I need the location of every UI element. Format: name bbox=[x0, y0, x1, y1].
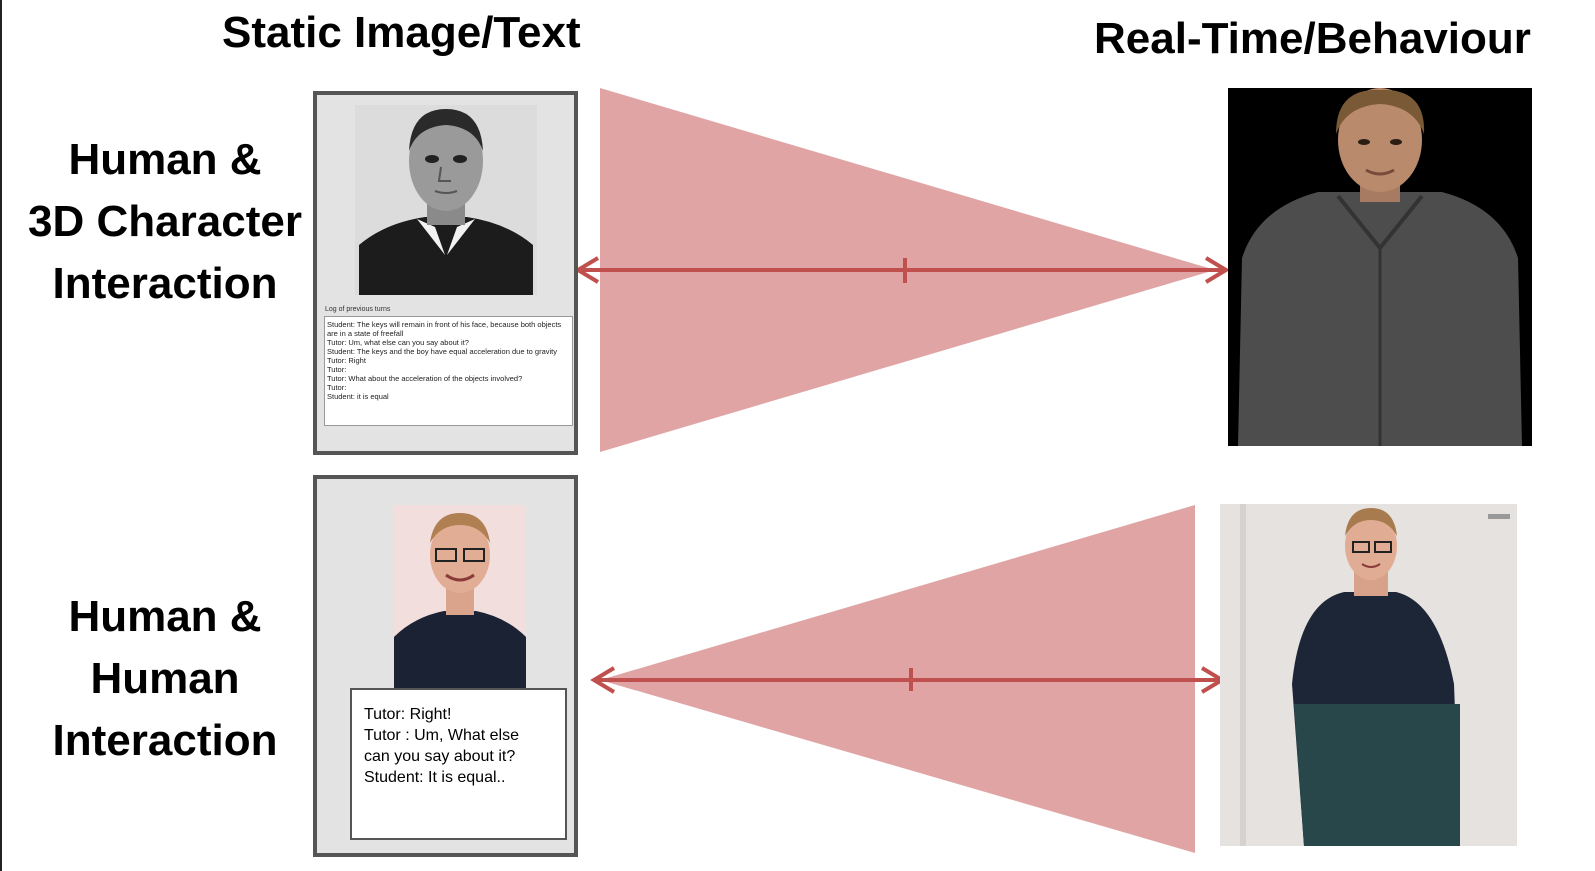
realtime-human-image bbox=[1220, 504, 1517, 846]
log-line: Tutor: bbox=[327, 365, 347, 374]
log-line: Student: The keys will remain in front o… bbox=[327, 320, 562, 329]
row-label-3d: Human & 3D Character Interaction bbox=[0, 129, 330, 315]
left-edge-rule bbox=[0, 0, 2, 871]
row-label-human: Human & Human Interaction bbox=[0, 586, 330, 772]
log-line: Tutor: What about the acceleration of th… bbox=[327, 374, 523, 383]
log-line: Tutor: bbox=[327, 383, 347, 392]
row-label-line: Human & bbox=[68, 135, 262, 184]
row-label-line: Human & bbox=[68, 592, 262, 641]
chat-line: Tutor: Right! bbox=[364, 706, 452, 723]
double-headed-arrow-icon bbox=[574, 256, 1230, 284]
3d-character-avatar bbox=[355, 105, 537, 295]
log-label: Log of previous turns bbox=[325, 306, 391, 313]
static-human-panel: Tutor: Right! Tutor : Um, What else can … bbox=[313, 475, 578, 857]
log-of-previous-turns: Student: The keys will remain in front o… bbox=[324, 316, 573, 426]
human-photo bbox=[1220, 504, 1517, 846]
log-line: Student: The keys and the boy have equal… bbox=[327, 347, 558, 356]
human-photo bbox=[394, 505, 526, 693]
3d-character-avatar bbox=[1228, 88, 1532, 446]
log-line: Tutor: Um, what else can you say about i… bbox=[327, 338, 469, 347]
chat-transcript: Tutor: Right! Tutor : Um, What else can … bbox=[350, 688, 567, 840]
log-line: Tutor: Right bbox=[327, 356, 366, 365]
column-title-realtime: Real-Time/Behaviour bbox=[1094, 14, 1531, 63]
log-line: Student: it is equal bbox=[327, 392, 389, 401]
row-label-line: Interaction bbox=[52, 259, 278, 308]
row-label-line: 3D Character bbox=[28, 197, 302, 246]
chat-line: Student: It is equal.. bbox=[364, 769, 506, 786]
realtime-3d-character-image bbox=[1228, 88, 1532, 446]
static-3d-panel: Log of previous turns Student: The keys … bbox=[313, 91, 578, 455]
column-title-static: Static Image/Text bbox=[222, 8, 581, 57]
log-line: are in a state of freefall bbox=[327, 329, 404, 338]
chat-line: can you say about it? bbox=[364, 748, 516, 765]
row-label-line: Human bbox=[90, 654, 240, 703]
chat-line: Tutor : Um, What else bbox=[364, 727, 519, 744]
row-label-line: Interaction bbox=[52, 716, 278, 765]
